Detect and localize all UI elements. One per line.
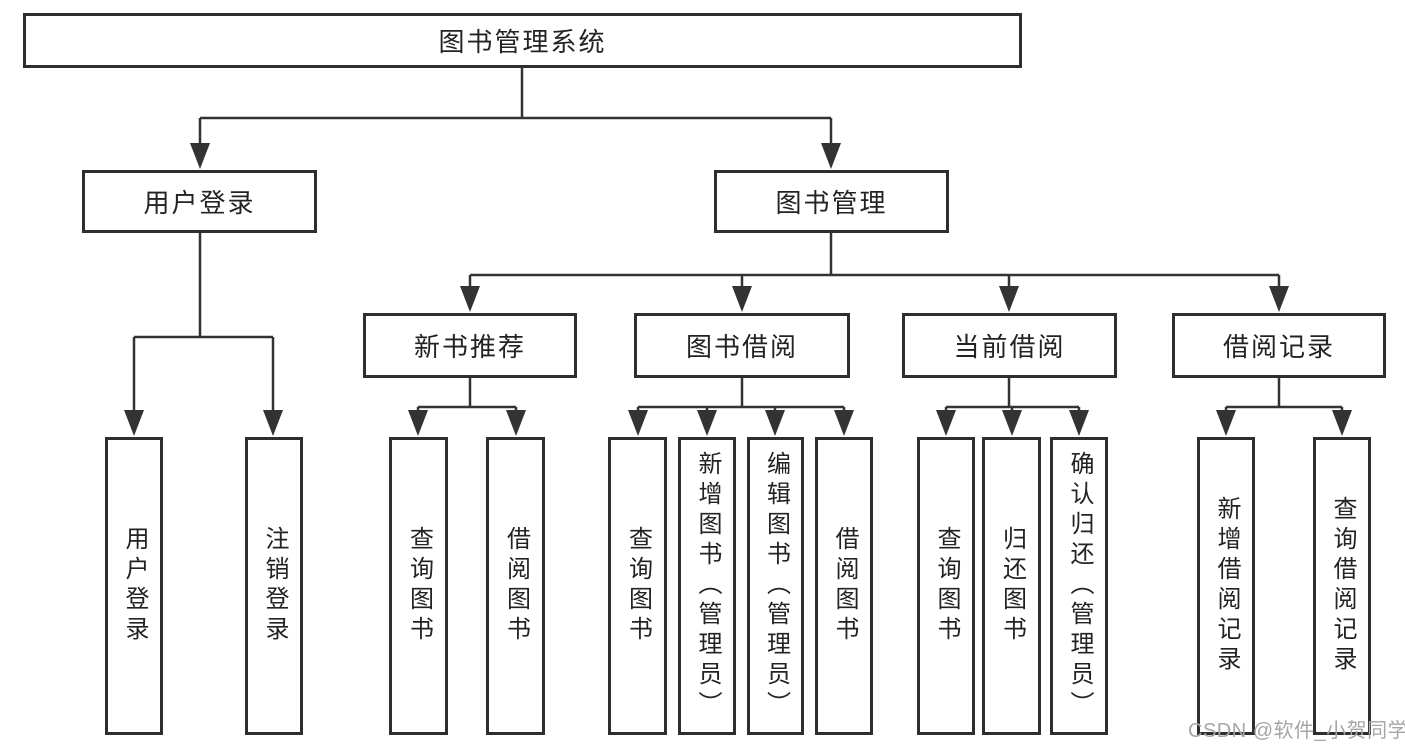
- leaf-bb-borrow-books: 借阅图书: [815, 437, 873, 735]
- node-label: 用户登录: [121, 526, 148, 646]
- node-label: 查询图书: [624, 526, 652, 646]
- leaf-bb-edit-books-admin: 编辑图书（管理员）: [747, 437, 804, 735]
- leaf-br-add-record: 新增借阅记录: [1197, 437, 1255, 735]
- csdn-watermark: CSDN @软件_小贺同学: [1188, 720, 1405, 742]
- node-label: 注销登录: [261, 526, 288, 646]
- node-label: 借阅记录: [1222, 332, 1335, 362]
- node-label: 图书管理: [775, 188, 888, 218]
- node-label: 查询借阅记录: [1329, 496, 1356, 676]
- node-label: 查询图书: [405, 526, 433, 646]
- node-label: 当前借阅: [953, 332, 1066, 362]
- node-label: 查询图书: [933, 526, 960, 646]
- leaf-bb-query-books: 查询图书: [608, 437, 667, 735]
- leaf-cb-confirm-return-admin: 确认归还（管理员）: [1050, 437, 1108, 735]
- node-label: 归还图书: [998, 526, 1026, 646]
- node-label: 图书借阅: [685, 332, 798, 362]
- leaf-cb-return-books: 归还图书: [982, 437, 1041, 735]
- node-label: 新增借阅记录: [1213, 496, 1240, 676]
- leaf-logout: 注销登录: [245, 437, 303, 735]
- node-label: 借阅图书: [831, 526, 858, 646]
- node-new-book-recommend: 新书推荐: [363, 313, 577, 378]
- arrowhead-markers: [124, 143, 1352, 436]
- leaf-user-login: 用户登录: [105, 437, 163, 735]
- node-current-borrowing: 当前借阅: [902, 313, 1117, 378]
- node-label: 用户登录: [143, 188, 256, 218]
- node-label: 确认归还（管理员）: [1066, 451, 1093, 721]
- node-label: 图书管理系统: [438, 27, 607, 57]
- node-book-management: 图书管理: [714, 170, 949, 233]
- node-user-login: 用户登录: [82, 170, 317, 233]
- node-library-management-system: 图书管理系统: [23, 13, 1022, 68]
- node-label: 新增图书（管理员）: [694, 451, 721, 721]
- node-label: 借阅图书: [502, 526, 530, 646]
- node-book-borrowing: 图书借阅: [634, 313, 850, 378]
- node-label: 编辑图书（管理员）: [762, 451, 790, 721]
- node-label: 新书推荐: [413, 332, 526, 362]
- leaf-cb-query-books: 查询图书: [917, 437, 975, 735]
- node-borrow-records: 借阅记录: [1172, 313, 1386, 378]
- leaf-bb-add-books-admin: 新增图书（管理员）: [678, 437, 736, 735]
- leaf-nbr-query-books: 查询图书: [389, 437, 448, 735]
- leaf-nbr-borrow-books: 借阅图书: [486, 437, 545, 735]
- leaf-br-query-record: 查询借阅记录: [1313, 437, 1371, 735]
